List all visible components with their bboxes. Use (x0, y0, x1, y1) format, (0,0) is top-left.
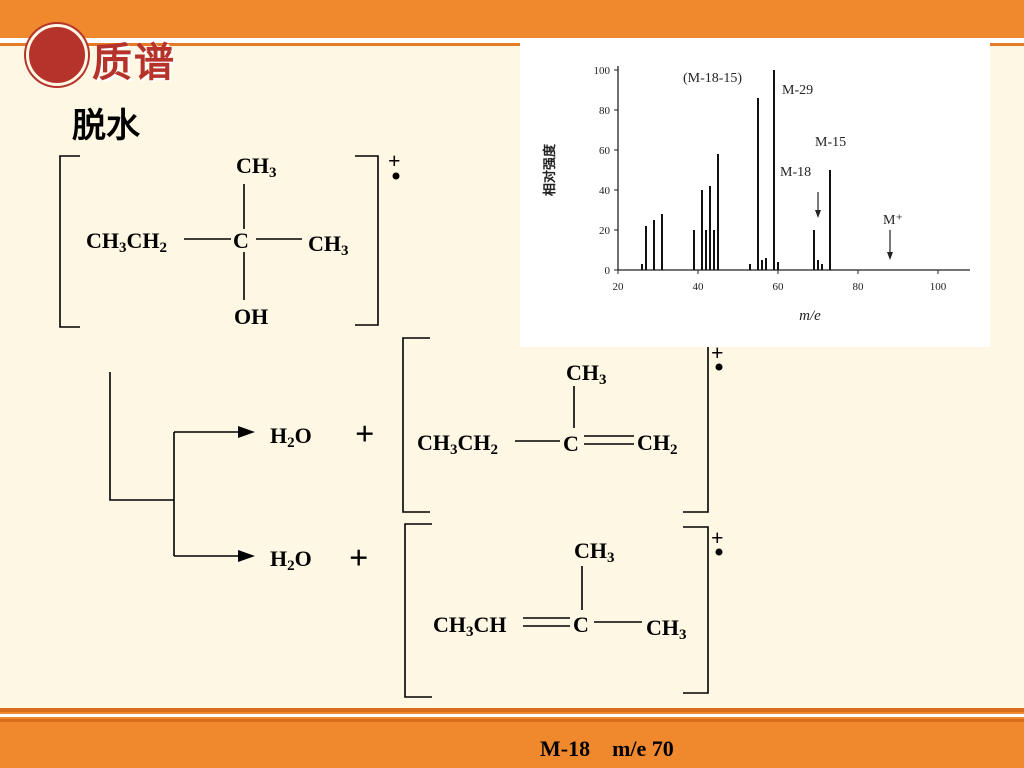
x-tick-label: 20 (613, 281, 625, 293)
footer-band (0, 708, 1024, 768)
footer-stripe-3 (0, 719, 1024, 722)
y-tick-label: 20 (599, 225, 611, 237)
product-1-charge: + (711, 340, 724, 365)
x-tick-label: 60 (773, 281, 785, 293)
header-stripe-dark (0, 43, 1024, 46)
y-tick-label: 0 (605, 265, 611, 277)
annotation-arrow-m-18-head (815, 210, 821, 218)
arrow-2-head (238, 550, 255, 562)
header-stripe (0, 38, 1024, 43)
product-2-top-group: CH3 (574, 538, 615, 566)
annotation-m-18-15: (M-18-15) (683, 71, 742, 86)
product-2-center-atom: C (573, 612, 589, 637)
reactant-left-group: CH3CH2 (86, 228, 167, 256)
reactant-left-bracket (59, 155, 80, 328)
y-tick-label: 100 (594, 65, 611, 77)
x-tick-label: 40 (693, 281, 705, 293)
reactant-center-atom: C (233, 228, 249, 253)
footer-stripe-1 (0, 708, 1024, 712)
product-1-right-bracket (683, 344, 709, 513)
arrow-1-head (238, 426, 255, 438)
annotation-m-15: M-15 (815, 135, 846, 150)
x-tick-label: 100 (930, 281, 947, 293)
reactant-bottom-group: OH (234, 304, 269, 329)
reactant-radical-dot (392, 172, 400, 180)
university-seal-icon (26, 24, 88, 86)
annotation-arrow-m-plus-head (887, 252, 893, 260)
annotation-m-18: M-18 (780, 165, 811, 180)
footer-ion-info: M-18 m/e 70 (540, 736, 674, 762)
reactant-right-bracket (355, 155, 379, 326)
product-2-radical-dot (715, 548, 723, 556)
product-1-center-atom: C (563, 431, 579, 456)
annotation-m-plus: M⁺ (883, 213, 903, 228)
product-2-charge: + (711, 525, 724, 550)
product-2-water: H2O (270, 546, 312, 574)
product-2-plus: + (349, 540, 369, 577)
path-main (109, 372, 174, 501)
header-band (0, 0, 1024, 38)
reactant-right-group: CH3 (308, 231, 349, 259)
product-1-plus: + (355, 416, 375, 453)
product-1-left-group: CH3CH2 (417, 430, 498, 458)
footer-stripe-2 (0, 714, 1024, 717)
y-axis-label: 相对强度 (542, 143, 557, 196)
product-2-right-bracket (683, 526, 709, 694)
footer-mz-label: M-18 (540, 736, 591, 761)
annotation-m-29: M-29 (782, 83, 813, 98)
x-axis-label: m/e (799, 308, 821, 324)
page-title: 脱水 (72, 106, 140, 146)
product-2-right-group: CH3 (646, 615, 687, 643)
reactant-top-group: CH3 (236, 153, 277, 181)
footer-mz-value: m/e 70 (612, 736, 674, 761)
product-1-right-group: CH2 (637, 430, 678, 458)
reactant-charge: + (388, 148, 401, 173)
x-tick-label: 80 (853, 281, 865, 293)
product-1-water: H2O (270, 423, 312, 451)
product-2-left-bracket (404, 523, 432, 698)
product-1-radical-dot (715, 363, 723, 371)
y-tick-label: 80 (599, 105, 611, 117)
y-tick-label: 40 (599, 185, 611, 197)
y-tick-label: 60 (599, 145, 611, 157)
logo-text: 质谱 (92, 39, 176, 86)
product-1-left-bracket (402, 337, 430, 513)
product-1-top-group: CH3 (566, 360, 607, 388)
product-2-left-group: CH3CH (433, 612, 507, 640)
